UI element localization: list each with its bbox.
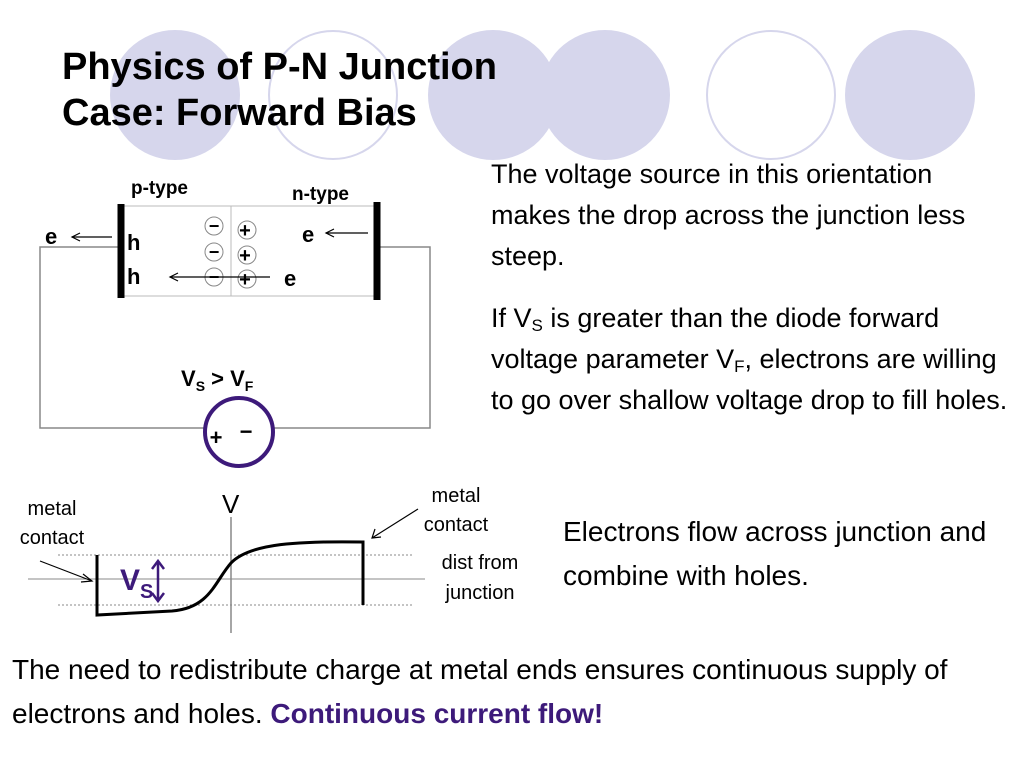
junction-electron: e	[284, 266, 296, 291]
right-contact-pointer	[371, 508, 419, 539]
title-line-2: Case: Forward Bias	[62, 92, 417, 134]
circuit-wire	[39, 246, 207, 429]
left-contact-pointer	[39, 560, 93, 582]
source-minus: −	[240, 419, 253, 444]
left-electron: e	[45, 224, 57, 249]
plus-2: +	[239, 245, 251, 267]
potential-graph: V metal contact metal contact dist from …	[20, 485, 519, 633]
left-arrowhead	[70, 232, 81, 242]
dist-label-line-2: junction	[445, 582, 515, 604]
continuous-current-emphasis: Continuous current flow!	[270, 698, 604, 729]
vs-arrow-head-top	[151, 558, 165, 570]
junction-arrowhead	[168, 272, 179, 282]
decorative-circle-4	[540, 30, 670, 160]
positive-ion-1	[237, 220, 257, 240]
pn-junction-circuit: + − p-type n-type e e h h − − − + + + e …	[39, 178, 431, 468]
decorative-circle-1	[110, 30, 240, 160]
hole-1: h	[127, 230, 140, 255]
decorative-circle-5	[706, 30, 836, 160]
circuit-wire-right	[272, 246, 431, 429]
plus-1: +	[239, 220, 251, 242]
explanation-paragraph-1: The voltage source in this orientation m…	[491, 159, 966, 271]
negative-ion-2	[204, 242, 224, 262]
right-contact-line-2: contact	[424, 514, 489, 536]
positive-ion-2	[237, 245, 257, 265]
bottom-statement: The need to redistribute charge at metal…	[12, 648, 1017, 736]
right-pointer-head	[371, 528, 382, 539]
vs-label: VS	[120, 564, 153, 603]
left-contact-line-2: contact	[20, 527, 85, 549]
vs-arrow-head-bottom	[151, 592, 165, 604]
right-contact-line-1: metal	[432, 485, 481, 507]
n-type-label: n-type	[292, 184, 349, 205]
left-pointer-head	[80, 573, 94, 583]
negative-ion-1	[204, 216, 224, 236]
decorative-circle-2	[268, 30, 398, 160]
plus-3: +	[239, 269, 251, 291]
source-plus: +	[210, 425, 223, 450]
right-electron: e	[302, 222, 314, 247]
p-type-label: p-type	[131, 178, 188, 199]
decorative-circle-6	[845, 30, 975, 160]
v-axis-label: V	[222, 489, 240, 519]
slide-title: Physics of P-N Junction Case: Forward Bi…	[62, 44, 497, 136]
left-contact-line-1: metal	[28, 498, 77, 520]
explanation-paragraph-2: If VS is greater than the diode forward …	[491, 303, 1008, 415]
bias-condition: VS > VF	[181, 366, 254, 394]
hole-2: h	[127, 264, 140, 289]
right-arrowhead	[324, 228, 335, 238]
potential-curve	[95, 540, 365, 617]
minus-2: −	[209, 242, 220, 262]
voltage-source	[203, 396, 275, 468]
positive-ion-3	[237, 269, 257, 289]
minus-1: −	[209, 216, 220, 236]
dist-label-line-1: dist from	[442, 552, 519, 574]
decorative-circle-3	[428, 30, 558, 160]
bottom-statement-text: The need to redistribute charge at metal…	[12, 654, 948, 729]
title-line-1: Physics of P-N Junction	[62, 46, 497, 88]
explanation-paragraph-3: Electrons flow across junction and combi…	[563, 516, 987, 591]
